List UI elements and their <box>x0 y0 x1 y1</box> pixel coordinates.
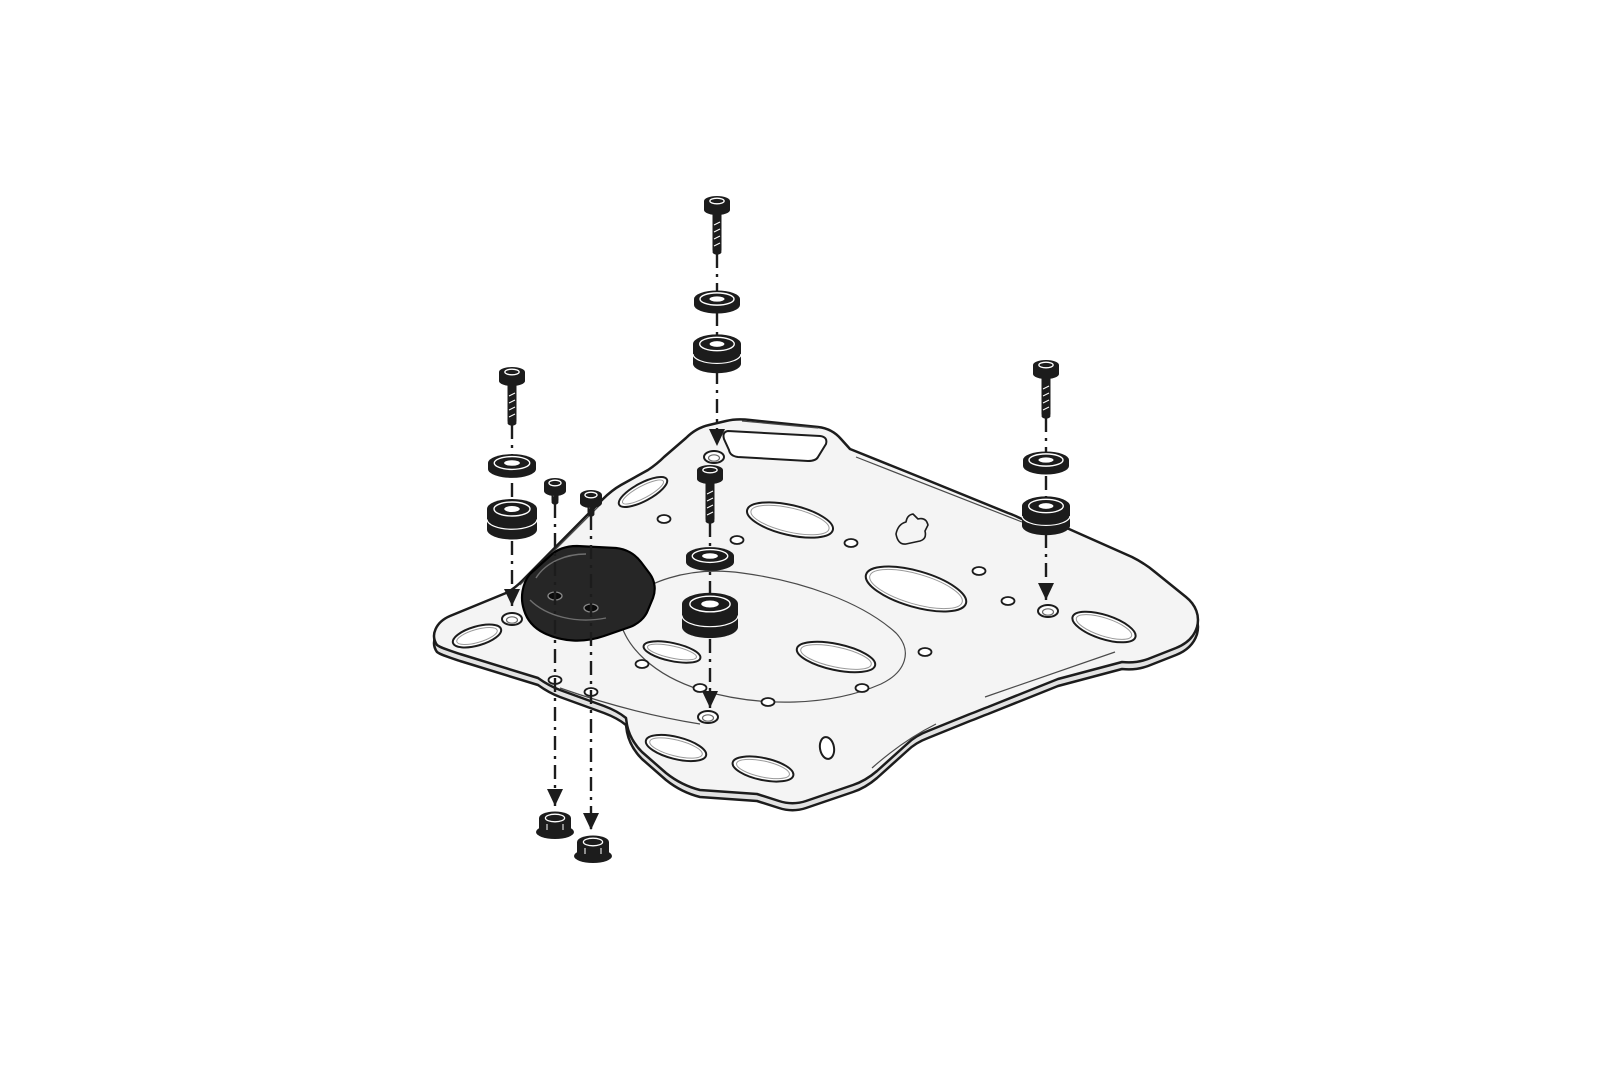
plate-small-hole <box>729 535 745 545</box>
plate-cutout-left-wing-slot <box>451 623 503 649</box>
rubber-grommet-icon <box>1021 496 1071 536</box>
plate-cutout-small-side-slot <box>818 736 836 760</box>
socket-screw-icon <box>580 483 602 517</box>
socket-screw-icon <box>697 465 723 524</box>
plate-mount-hole <box>697 710 719 724</box>
direction-arrow-icon <box>583 813 599 830</box>
plate-mount-hole <box>1037 604 1059 618</box>
flat-washer-icon <box>686 547 734 571</box>
plate-cutout-bottom-left-wing-slot <box>644 733 708 763</box>
brand-mark-icon <box>895 513 929 545</box>
plate-cutout-upper-center-cutout <box>745 501 835 539</box>
plate-mount-hole <box>501 612 523 626</box>
bolt-assembly-center <box>681 465 739 639</box>
mounting-hardware <box>486 196 1071 863</box>
flange-nut-icon <box>574 835 612 863</box>
bolt-assembly-left <box>486 367 538 540</box>
plate-rib-line <box>617 570 906 703</box>
flat-washer-icon <box>1023 451 1069 475</box>
bolt-assembly-right <box>1021 360 1071 536</box>
plate-small-hole <box>760 697 776 707</box>
plate-small-hole <box>971 566 987 576</box>
direction-arrow-icon <box>702 691 718 708</box>
plate-rib-line <box>559 687 701 725</box>
bolt-assembly-top-center <box>692 196 742 374</box>
plate-rib-line <box>741 420 819 429</box>
plate-top-surface <box>432 418 1200 805</box>
rubber-grommet-icon <box>692 334 742 374</box>
plate-cutout-center-slot <box>642 640 702 664</box>
rubber-grommet-icon <box>681 592 739 639</box>
plate-small-hole <box>917 647 933 657</box>
socket-screw-icon <box>1033 360 1059 419</box>
plate-small-hole <box>843 538 859 548</box>
socket-screw-icon <box>704 196 730 255</box>
plate-cutout-right-wing-slot <box>1071 610 1137 644</box>
pan-screw-rear <box>574 483 612 863</box>
direction-arrow-icon <box>547 789 563 806</box>
plate-rib-line <box>984 651 1116 698</box>
plate-cutout-lower-center-cutout <box>795 640 877 674</box>
flange-nut-icon <box>536 811 574 839</box>
plate-cutout-top-left-slot <box>617 476 669 508</box>
plate-small-hole <box>1000 596 1016 606</box>
adapter-pad-highlight <box>535 553 587 579</box>
direction-arrow-icon <box>709 429 725 446</box>
direction-arrow-icon <box>504 589 520 606</box>
plate-cutout-right-center-cutout <box>864 565 968 613</box>
pan-screw-front <box>536 471 574 839</box>
socket-screw-icon <box>544 471 566 505</box>
flat-washer-icon <box>694 290 740 314</box>
plate-rib-line <box>855 456 1023 523</box>
direction-arrow-icon <box>1038 583 1054 600</box>
plate-cutout-top-tab-slot <box>722 429 828 463</box>
socket-screw-icon <box>499 367 525 426</box>
plate-small-hole <box>656 514 672 524</box>
plate-small-hole <box>854 683 870 693</box>
plate-small-hole <box>634 659 650 669</box>
plate-cutout-bottom-right-wing-slot <box>731 755 795 783</box>
adapter-pad-highlight <box>529 599 607 621</box>
plate-small-hole <box>692 683 708 693</box>
flat-washer-icon <box>488 454 536 478</box>
plate-mount-hole <box>703 450 725 464</box>
plate-rib-line <box>871 723 937 769</box>
rubber-grommet-icon <box>486 499 538 540</box>
